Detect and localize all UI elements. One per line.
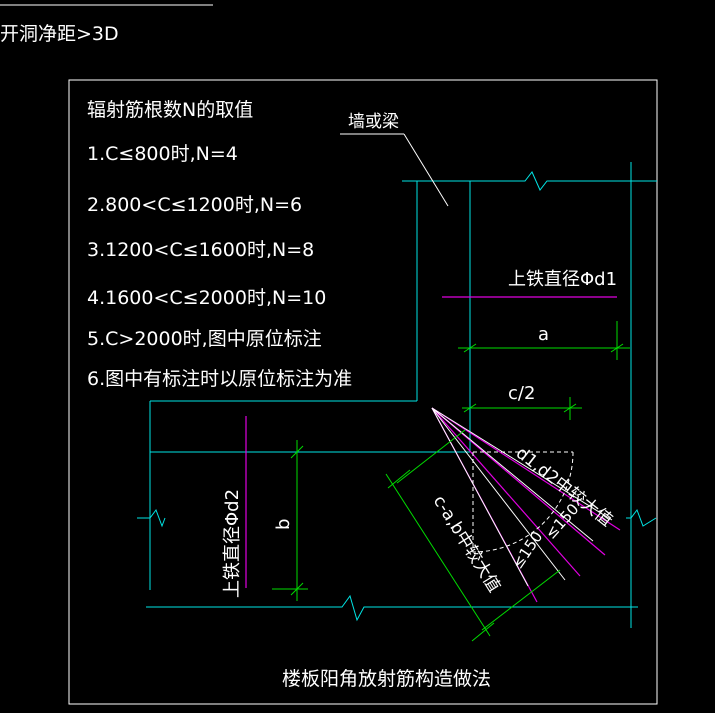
dim-a-tick-left — [463, 343, 477, 353]
dim-c-tick-left — [463, 403, 477, 413]
dim-diag-tick-top — [387, 469, 411, 489]
radial-bar — [431, 407, 621, 531]
dimension-a — [458, 321, 630, 360]
drawing-frame — [68, 79, 658, 705]
notes-block: 辐射筋根数N的取值 1.C≤800时,N=4 2.800<C≤1200时,N=6… — [87, 99, 352, 390]
radial-bar-white — [431, 407, 613, 521]
note-item: 6.图中有标注时以原位标注为准 — [87, 368, 352, 390]
dim-diag-line — [385, 473, 491, 637]
left-break-mark — [137, 508, 166, 528]
note-item: 1.C≤800时,N=4 — [87, 143, 238, 165]
radial-bar-white — [431, 407, 566, 581]
arc-curve — [472, 451, 574, 553]
dimension-c-half — [462, 397, 582, 420]
slab-outline — [137, 162, 657, 628]
note-item: 2.800<C≤1200时,N=6 — [87, 194, 302, 216]
dim-b-tick-bottom — [290, 582, 304, 596]
note-item: 3.1200<C≤1600时,N=8 — [87, 239, 314, 261]
note-item: 4.1600<C≤2000时,N=10 — [87, 287, 326, 309]
dim-c-half-label: c/2 — [508, 383, 535, 404]
dim-b-tick-top — [290, 445, 304, 459]
notes-title: 辐射筋根数N的取值 — [87, 99, 253, 121]
dimension-diagonal — [385, 429, 561, 642]
radial-bars-white — [431, 407, 613, 587]
leader-line — [403, 133, 449, 207]
dimension-b — [272, 440, 308, 601]
radial-bar-white — [431, 407, 529, 587]
dim-diag-ext-bottom — [481, 569, 561, 631]
radial-bar — [431, 407, 606, 556]
dim-diag-ext-top — [396, 429, 466, 484]
radial-bar-white — [431, 407, 594, 542]
wall-beam-label: 墙或梁 — [348, 112, 399, 132]
top-fragment-text: 开洞净距>3D — [0, 23, 119, 45]
top-bar-d1-label: 上铁直径Φd1 — [508, 269, 617, 290]
drawing-caption: 楼板阳角放射筋构造做法 — [282, 668, 491, 690]
note-item: 5.C>2000时,图中原位标注 — [87, 328, 322, 350]
dim-a-tick-right — [610, 343, 624, 353]
dim-a-label: a — [538, 324, 549, 345]
dim-diag-tick-bottom — [471, 622, 495, 642]
bottom-edge-line — [146, 594, 638, 622]
wall-beam-leader — [340, 133, 449, 207]
right-break-mark — [626, 508, 657, 527]
dim-c-tick-right — [563, 403, 577, 413]
dim-b-label: b — [273, 519, 294, 530]
top-bar-d2-label: 上铁直径Φd2 — [222, 489, 243, 598]
top-edge-line — [402, 171, 657, 191]
spacing-arc — [472, 451, 574, 553]
